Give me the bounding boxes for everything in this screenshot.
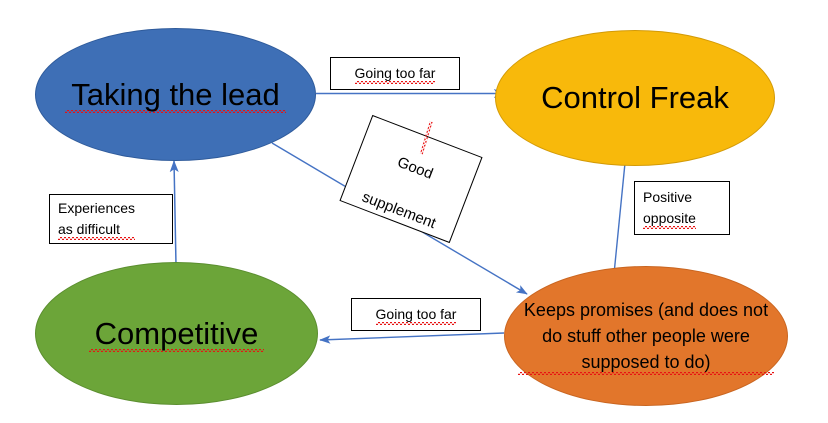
spellcheck-squiggle-icon [420,120,434,155]
edge-label-going-too-far-bottom[interactable]: Going too far [351,298,481,331]
edge-label-positive-opposite[interactable]: Positive opposite [634,181,730,235]
edge-label-text: Going too far [375,304,457,325]
node-label-keeps-promises: Keeps promises (and does not do stuff ot… [518,296,774,376]
edge-label-text: Going too far [354,63,436,84]
edge-label-text-group: Good supplement [351,102,472,256]
node-taking-the-lead[interactable]: Taking the lead [35,28,316,161]
node-control-freak[interactable]: Control Freak [495,30,775,166]
edge-label-experiences-as-difficult[interactable]: Experiences as difficult [49,194,173,244]
arrow-competitive-to-lead [169,160,179,266]
node-competitive[interactable]: Competitive [35,262,318,405]
node-label-competitive: Competitive [89,314,265,353]
edge-label-good-supplement[interactable]: Good supplement [339,114,483,244]
node-label-taking-the-lead: Taking the lead [65,75,286,114]
edge-label-line-1: Good [395,153,436,183]
edge-label-going-too-far-top[interactable]: Going too far [330,57,460,90]
edge-label-line-2: supplement [359,187,439,232]
node-label-control-freak: Control Freak [541,80,729,116]
edge-label-text: Experiences as difficult [58,198,136,240]
node-keeps-promises[interactable]: Keeps promises (and does not do stuff ot… [504,266,788,406]
edge-label-text: Positive opposite [643,187,696,229]
arrow-promises-to-competitive [319,332,505,344]
